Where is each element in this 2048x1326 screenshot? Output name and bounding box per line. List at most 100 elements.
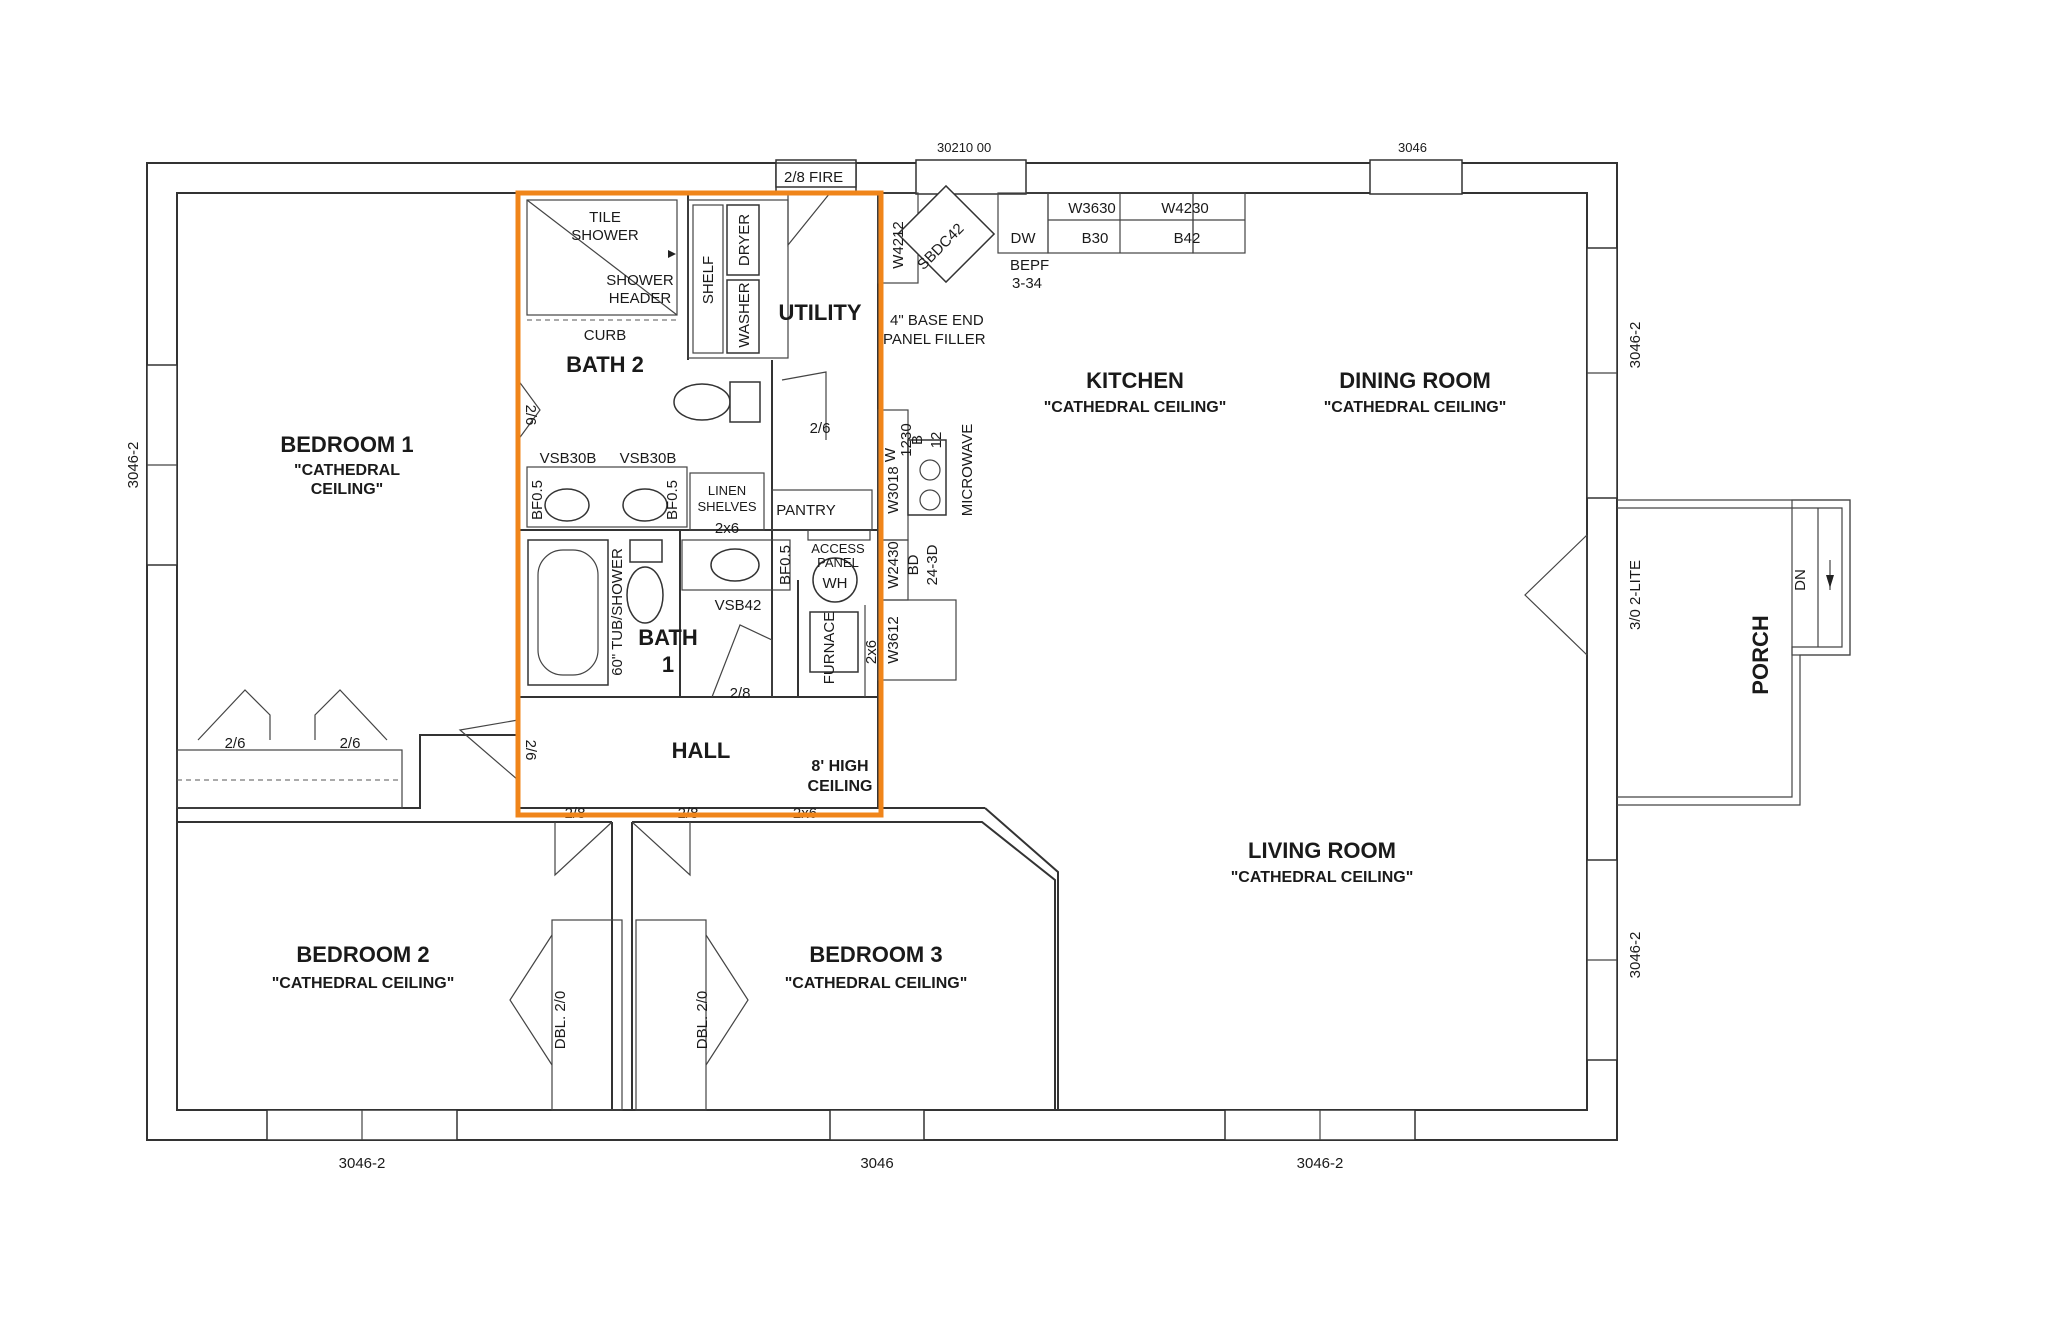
living-label: LIVING ROOM bbox=[1248, 838, 1396, 863]
w1230-label-w: W bbox=[882, 447, 899, 462]
left-window bbox=[146, 364, 178, 566]
utility-label: UTILITY bbox=[778, 300, 861, 325]
shower-header-label-1: SHOWER bbox=[606, 272, 674, 289]
closet-door-a-label: 2/6 bbox=[225, 735, 246, 752]
bath2-side-door-label: 2/6 bbox=[522, 405, 539, 426]
curb-label: CURB bbox=[584, 327, 627, 344]
hall-label: HALL bbox=[672, 738, 731, 763]
bath1-label-1: BATH bbox=[638, 625, 697, 650]
top-window-label-right: 3046 bbox=[1398, 140, 1427, 155]
w2430-label: W2430 bbox=[885, 541, 902, 589]
bepf-label-2: 3-34 bbox=[1012, 275, 1042, 292]
hall-ceiling-label-1: 8' HIGH bbox=[811, 758, 868, 775]
dining-label: DINING ROOM bbox=[1339, 368, 1491, 393]
mechanical bbox=[807, 529, 871, 697]
access-panel-label-2: PANEL bbox=[817, 555, 859, 570]
bottom-window-label-1: 3046-2 bbox=[339, 1155, 386, 1172]
bedroom2-ceiling: "CATHEDRAL CEILING" bbox=[272, 975, 455, 992]
right-windows bbox=[1586, 247, 1618, 1061]
tile-shower-label-1: TILE bbox=[589, 209, 621, 226]
closet-door-b-label: 2/6 bbox=[340, 735, 361, 752]
base-end-label-1: 4" BASE END bbox=[890, 312, 984, 329]
dw-label: DW bbox=[1011, 230, 1037, 247]
bedroom3-ceiling: "CATHEDRAL CEILING" bbox=[785, 975, 968, 992]
bedroom3-label: BEDROOM 3 bbox=[809, 942, 942, 967]
w3018-label: W3018 bbox=[885, 466, 902, 514]
vsb30b-a-label: VSB30B bbox=[540, 450, 597, 467]
vsb42-label: VSB42 bbox=[715, 597, 762, 614]
pantry-label: PANTRY bbox=[776, 502, 835, 519]
dining-ceiling: "CATHEDRAL CEILING" bbox=[1324, 399, 1507, 416]
closet-dbl-a-label: DBL. 2/0 bbox=[552, 991, 569, 1049]
bedroom1-ceiling-1: "CATHEDRAL bbox=[294, 462, 400, 479]
living-ceiling: "CATHEDRAL CEILING" bbox=[1231, 869, 1414, 886]
w3630-label: W3630 bbox=[1068, 200, 1116, 217]
bedroom-closets bbox=[509, 919, 749, 1111]
shelf-label: SHELF bbox=[700, 256, 717, 304]
b12-label-b: B bbox=[909, 435, 926, 445]
w3612-label: W3612 bbox=[885, 616, 902, 664]
w4230-label: W4230 bbox=[1161, 200, 1209, 217]
bd-label-1: BD bbox=[905, 554, 922, 575]
microwave-label: MICROWAVE bbox=[959, 424, 976, 517]
bath2-fixtures bbox=[517, 199, 765, 531]
bepf-label-1: BEPF bbox=[1010, 257, 1049, 274]
linen-label-2: SHELVES bbox=[697, 499, 756, 514]
bedroom2-label: BEDROOM 2 bbox=[296, 942, 429, 967]
bath1-fixtures bbox=[527, 539, 791, 698]
linen-door-label: 2x6 bbox=[715, 520, 739, 537]
entry-door-label: 3/0 2-LITE bbox=[1627, 560, 1644, 630]
base-end-label-2: PANEL FILLER bbox=[883, 331, 986, 348]
porch-label: PORCH bbox=[1748, 615, 1773, 694]
highlight-box bbox=[515, 190, 884, 818]
porch-dn-label: DN bbox=[1792, 569, 1809, 591]
bedroom1-label: BEDROOM 1 bbox=[280, 432, 413, 457]
right-window-label-bottom: 3046-2 bbox=[1627, 932, 1644, 979]
bf05-a-label: BF0.5 bbox=[529, 480, 546, 520]
vsb30b-b-label: VSB30B bbox=[620, 450, 677, 467]
bottom-windows bbox=[266, 1109, 1416, 1141]
bottom-window-label-3: 3046-2 bbox=[1297, 1155, 1344, 1172]
linen-label-1: LINEN bbox=[708, 483, 746, 498]
furnace-door-label: 2x6 bbox=[863, 640, 880, 664]
hall-door-swings bbox=[458, 719, 691, 877]
furnace-label: FURNACE bbox=[821, 612, 838, 685]
w4212-label: W4212 bbox=[890, 221, 907, 269]
bath1-label-2: 1 bbox=[662, 652, 674, 677]
kitchen-ceiling: "CATHEDRAL CEILING" bbox=[1044, 399, 1227, 416]
porch bbox=[1617, 499, 1851, 806]
kitchen-label: KITCHEN bbox=[1086, 368, 1184, 393]
bedroom1-closet bbox=[176, 689, 403, 809]
b30-label: B30 bbox=[1082, 230, 1109, 247]
water-heater-label: WH bbox=[823, 575, 848, 592]
tub-label: 60" TUB/SHOWER bbox=[609, 548, 626, 676]
right-window-label-top: 3046-2 bbox=[1627, 322, 1644, 369]
dryer-label: DRYER bbox=[736, 214, 753, 266]
bottom-window-label-2: 3046 bbox=[860, 1155, 893, 1172]
tile-shower-label-2: SHOWER bbox=[571, 227, 639, 244]
kitchen-cabinets bbox=[877, 184, 1246, 681]
washer-label: WASHER bbox=[736, 282, 753, 347]
hall-side-door-label: 2/6 bbox=[522, 740, 539, 761]
utility-door-label: 2/6 bbox=[810, 420, 831, 437]
bedroom1-ceiling-2: CEILING" bbox=[311, 481, 383, 498]
shower-header-label-2: HEADER bbox=[609, 290, 672, 307]
b42-label: B42 bbox=[1174, 230, 1201, 247]
bf05-b-label: BF0.5 bbox=[664, 480, 681, 520]
left-window-label: 3046-2 bbox=[125, 442, 142, 489]
bath1-door-label: 2/8 bbox=[730, 685, 751, 702]
bath2-label: BATH 2 bbox=[566, 352, 644, 377]
b12-label-n: 12 bbox=[928, 432, 945, 449]
entry-door bbox=[1524, 534, 1588, 656]
top-windows bbox=[775, 159, 1463, 195]
top-window-label-left: 30210 00 bbox=[937, 140, 991, 155]
hall-ceiling-label-2: CEILING bbox=[808, 778, 873, 795]
fire-door-label: 2/8 FIRE bbox=[784, 169, 843, 186]
w1230-label-n: 1230 bbox=[898, 423, 915, 456]
bf05-c-label: BF0.5 bbox=[777, 545, 794, 585]
closet-dbl-b-label: DBL. 2/0 bbox=[694, 991, 711, 1049]
utility-fixtures bbox=[687, 192, 831, 440]
access-panel-label-1: ACCESS bbox=[811, 541, 865, 556]
bd-label-2: 24-3D bbox=[924, 544, 941, 585]
